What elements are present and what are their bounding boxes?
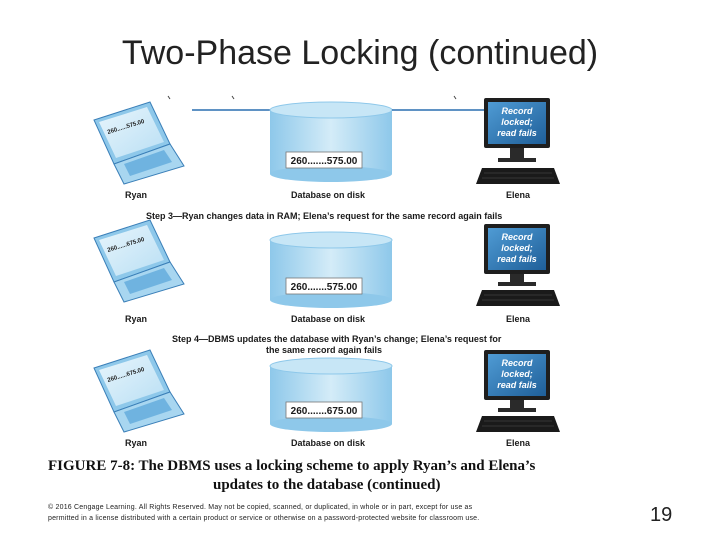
row-3: 260......675.00 Ryan 260.......675.00 Da… <box>93 349 560 448</box>
copyright-notice: © 2016 Cengage Learning. All Rights Rese… <box>48 502 568 524</box>
monitor-line-3: read fails <box>497 380 537 390</box>
monitor-line-3: read fails <box>497 254 537 264</box>
monitor-elena: Record locked; read fails <box>476 224 560 306</box>
monitor-line-1: Record <box>501 106 533 116</box>
database-cylinder: 260.......675.00 <box>269 357 393 432</box>
figure-caption: FIGURE 7-8: The DBMS uses a locking sche… <box>48 457 668 495</box>
database-record-text: 260.......575.00 <box>291 156 358 167</box>
database-label: Database on disk <box>291 190 366 200</box>
copyright-line-1: © 2016 Cengage Learning. All Rights Rese… <box>48 504 473 511</box>
row-1: 260......575.00 Ryan 260.......575.00 Da… <box>93 98 560 200</box>
laptop-ryan: 260......675.00 <box>93 349 185 433</box>
step-4-text-line-1: Step 4—DBMS updates the database with Ry… <box>172 334 502 344</box>
step-4-text-line-2: the same record again fails <box>266 345 382 355</box>
database-cylinder: 260.......575.00 <box>269 101 393 182</box>
laptop-ryan: 260......675.00 <box>93 219 185 303</box>
step-3-text: Step 3—Ryan changes data in RAM; Elena’s… <box>146 211 502 221</box>
monitor-line-2: locked; <box>501 117 533 127</box>
elena-label: Elena <box>506 190 531 200</box>
database-label: Database on disk <box>291 438 366 448</box>
database-record-text: 260.......675.00 <box>291 406 358 417</box>
locking-figure: 260......575.00 Ryan 260.......575.00 Da… <box>93 95 560 448</box>
laptop-ryan: 260......575.00 <box>93 101 185 185</box>
monitor-elena: Record locked; read fails <box>476 350 560 432</box>
row-2: 260......675.00 Ryan 260.......575.00 Da… <box>93 219 560 324</box>
monitor-line-1: Record <box>501 358 533 368</box>
elena-label: Elena <box>506 314 531 324</box>
page-number: 19 <box>650 504 673 526</box>
ryan-label: Ryan <box>125 438 147 448</box>
monitor-line-2: locked; <box>501 243 533 253</box>
database-cylinder: 260.......575.00 <box>269 231 393 308</box>
ryan-label: Ryan <box>125 314 147 324</box>
monitor-line-2: locked; <box>501 369 533 379</box>
caption-line-1: FIGURE 7-8: The DBMS uses a locking sche… <box>48 458 536 474</box>
monitor-line-3: read fails <box>497 128 537 138</box>
elena-label: Elena <box>506 438 531 448</box>
monitor-line-1: Record <box>501 232 533 242</box>
ryan-label: Ryan <box>125 190 147 200</box>
database-record-text: 260.......575.00 <box>291 282 358 293</box>
copyright-line-2: permitted in a license distributed with … <box>48 515 480 522</box>
monitor-elena: Record locked; read fails <box>476 98 560 184</box>
database-label: Database on disk <box>291 314 366 324</box>
slide-title: Two-Phase Locking (continued) <box>121 34 599 72</box>
caption-line-2: updates to the database (continued) <box>213 477 441 493</box>
